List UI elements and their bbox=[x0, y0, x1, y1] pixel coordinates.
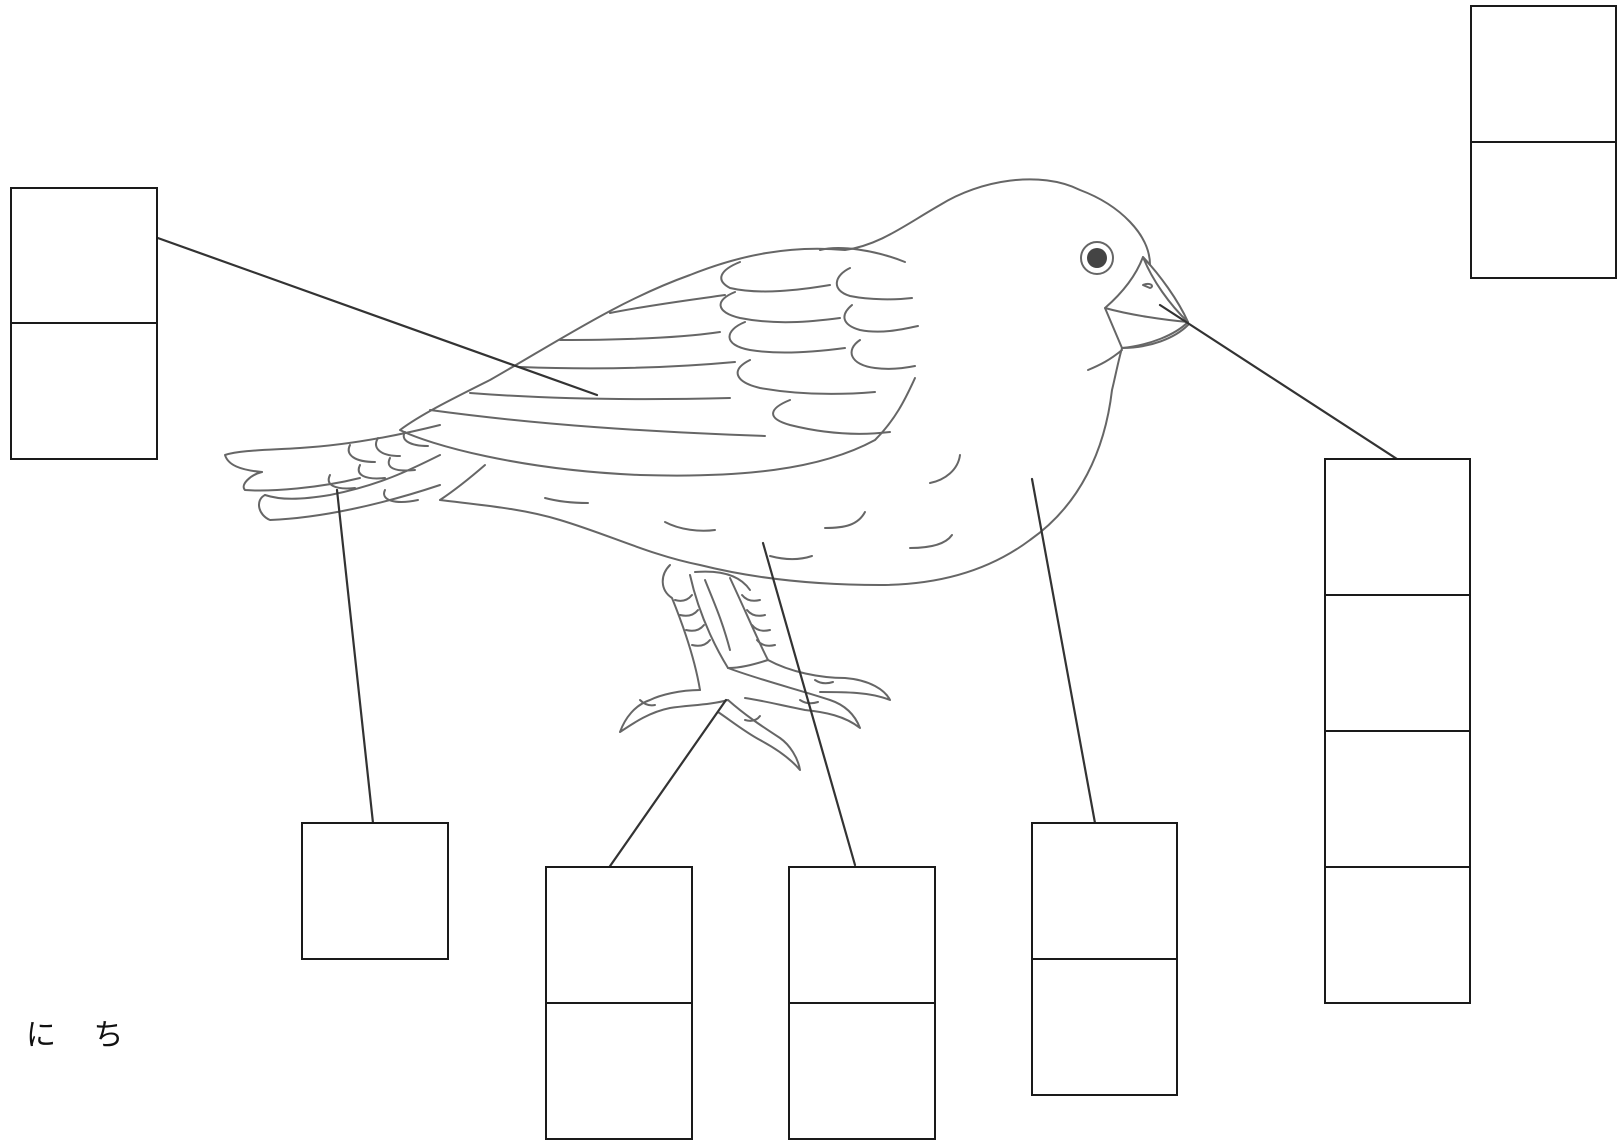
bird-wing-feathers bbox=[429, 247, 919, 437]
answer-box-beak[interactable] bbox=[1324, 458, 1471, 1004]
leader-leg bbox=[761, 541, 857, 867]
bird-wing-outline bbox=[399, 247, 916, 477]
leader-foot bbox=[606, 698, 728, 871]
bird-belly-marks bbox=[544, 454, 961, 560]
bird-illustration bbox=[224, 178, 1189, 771]
answer-box-leg[interactable] bbox=[788, 866, 936, 1140]
bird-legs bbox=[619, 564, 891, 771]
leader-beak bbox=[1158, 303, 1402, 463]
bird-beak bbox=[1104, 256, 1189, 323]
answer-box-spare[interactable] bbox=[1470, 5, 1617, 279]
bird-beak-lower bbox=[1104, 307, 1189, 349]
leader-wing bbox=[153, 235, 599, 397]
answer-box-wing[interactable] bbox=[10, 187, 158, 460]
bird-nostril bbox=[1142, 282, 1153, 289]
bird-eye-icon bbox=[1087, 248, 1107, 268]
leader-body bbox=[1030, 477, 1097, 825]
bird-leg-scales bbox=[674, 594, 776, 647]
answer-box-tail[interactable] bbox=[301, 822, 449, 960]
corner-label: に ち bbox=[26, 1018, 138, 1053]
leader-tail bbox=[335, 488, 375, 825]
answer-box-body[interactable] bbox=[1031, 822, 1178, 1096]
leader-lines bbox=[153, 235, 1402, 871]
answer-box-foot[interactable] bbox=[545, 866, 693, 1140]
bird-throat bbox=[1087, 349, 1123, 371]
bird-tail bbox=[224, 424, 486, 521]
bird-eye-ring bbox=[1080, 241, 1114, 275]
